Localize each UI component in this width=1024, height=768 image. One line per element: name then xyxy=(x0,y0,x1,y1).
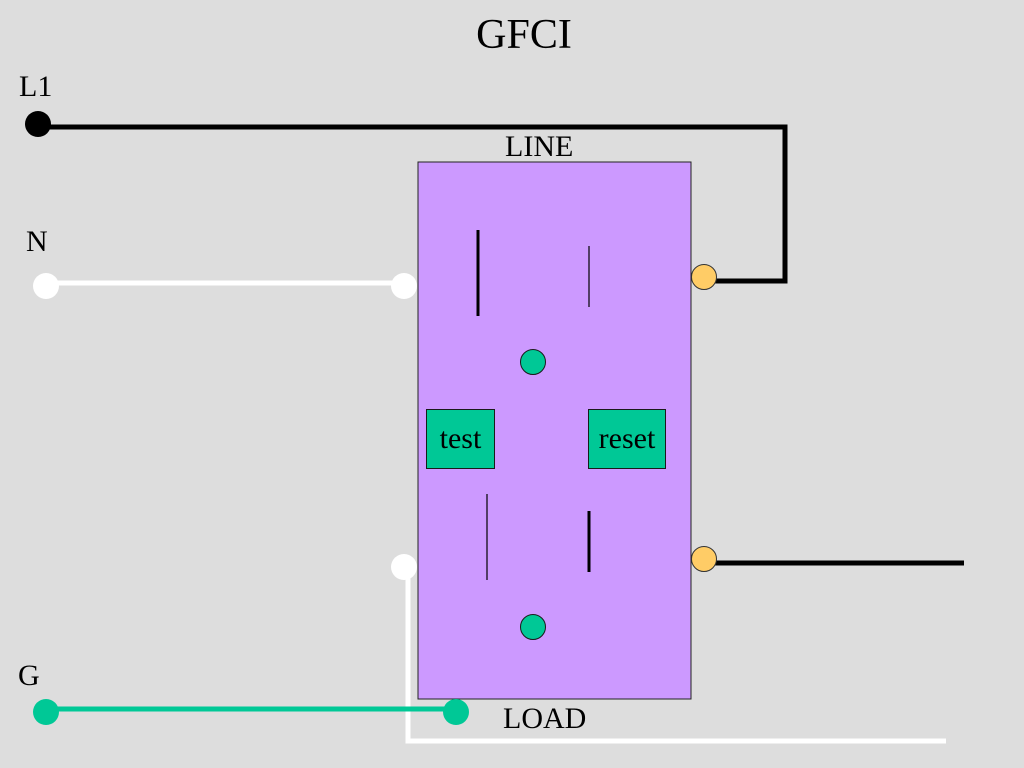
diagram-title: GFCI xyxy=(476,12,572,58)
neutral-terminal-dot xyxy=(33,273,59,299)
l1-hot-wire xyxy=(38,124,788,284)
neutral-label: N xyxy=(26,225,48,258)
line-hot-terminal-screw xyxy=(691,264,717,290)
load-hot-terminal-screw xyxy=(691,546,717,572)
lower-ground-hole xyxy=(520,614,546,640)
load-neutral-wire xyxy=(405,568,946,744)
load-neutral-terminal xyxy=(391,554,417,580)
l1-terminal-dot xyxy=(25,111,51,137)
upper-ground-hole xyxy=(520,349,546,375)
ground-screw-terminal xyxy=(443,699,469,725)
ground-label: G xyxy=(18,659,40,692)
test-button[interactable]: test xyxy=(426,409,495,469)
line-side-label: LINE xyxy=(505,130,574,163)
reset-button[interactable]: reset xyxy=(588,409,666,469)
load-side-label: LOAD xyxy=(503,702,587,735)
line-neutral-terminal xyxy=(391,273,417,299)
ground-terminal-dot xyxy=(33,699,59,725)
l1-label: L1 xyxy=(19,70,53,103)
